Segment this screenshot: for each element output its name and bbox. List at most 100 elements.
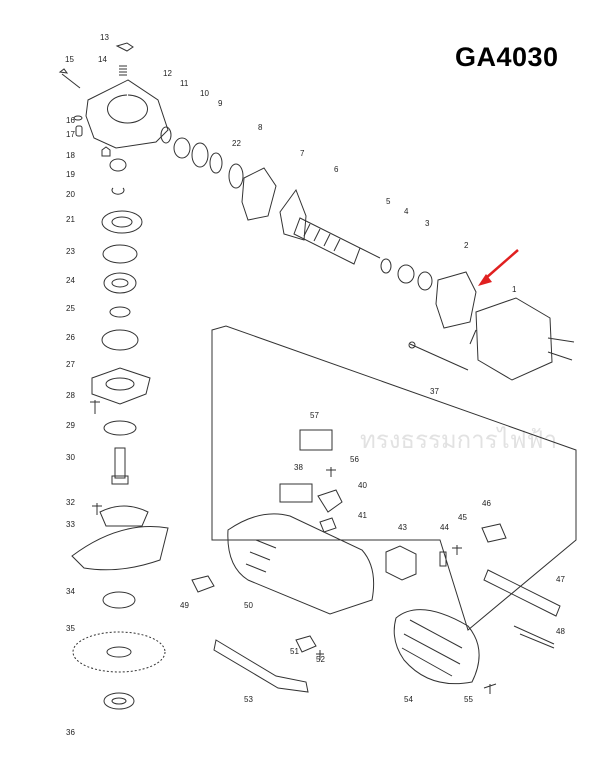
part-22-insulation-washer (228, 163, 244, 189)
part-40-brush-holder (317, 489, 343, 513)
part-label-51: 51 (290, 647, 299, 656)
part-47-strain-relief (483, 569, 561, 617)
part-32-spindle (111, 447, 129, 485)
part-1-field (469, 297, 575, 381)
part-label-25: 25 (66, 304, 75, 313)
part-12-bearing (160, 126, 172, 144)
part-label-35: 35 (66, 624, 75, 633)
part-41-carbon-brush (319, 517, 337, 533)
part-label-29: 29 (66, 421, 75, 430)
part-label-33: 33 (66, 520, 75, 529)
part-label-3: 3 (425, 219, 430, 228)
part-6-armature (293, 217, 381, 265)
part-35-inner-flange (102, 591, 136, 609)
part-25-washer (109, 306, 131, 318)
part-label-53: 53 (244, 695, 253, 704)
part-14-spring (119, 65, 127, 76)
part-label-49: 49 (180, 601, 189, 610)
part-label-26: 26 (66, 333, 75, 342)
part-51-brush-holder (295, 635, 317, 653)
part-label-10: 10 (200, 89, 209, 98)
part-15-screw (58, 68, 81, 89)
part-label-22: 22 (232, 139, 241, 148)
part-label-36: 36 (66, 728, 75, 737)
part-13-clip (115, 42, 134, 52)
part-label-7: 7 (300, 149, 305, 158)
part-55-screw (483, 683, 497, 694)
part-label-15: 15 (65, 55, 74, 64)
housing-group-outline (211, 325, 577, 631)
part-46-noise-suppressor (481, 523, 507, 543)
part-label-46: 46 (482, 499, 491, 508)
part-54-rear-cover (393, 609, 480, 685)
part-label-2: 2 (464, 241, 469, 250)
part-36-lock-nut (103, 692, 135, 710)
part-44-terminal (439, 551, 447, 567)
part-45-screw (452, 545, 462, 555)
part-label-57: 57 (310, 411, 319, 420)
part-label-11: 11 (180, 79, 189, 88)
part-38-label (279, 483, 313, 503)
part-label-28: 28 (66, 391, 75, 400)
part-43-switch (385, 545, 417, 581)
part-10-bearing (191, 142, 209, 168)
part-label-13: 13 (100, 33, 109, 42)
part-label-9: 9 (218, 99, 223, 108)
part-label-17: 17 (66, 130, 75, 139)
part-label-14: 14 (98, 55, 107, 64)
part-34-wheel-guard (71, 505, 169, 571)
part-5-washer (380, 258, 392, 274)
part-2-baffle-plate (435, 271, 477, 329)
part-30-labyrinth (103, 420, 137, 436)
part-20-bearing (109, 158, 127, 172)
part-53-switch-lever (213, 639, 309, 693)
part-17-pin (75, 125, 83, 137)
part-label-1: 1 (512, 285, 517, 294)
part-label-19: 19 (66, 170, 75, 179)
red-pointer-arrow (478, 249, 519, 286)
part-48-cord (513, 625, 555, 649)
part-label-12: 12 (163, 69, 172, 78)
part-label-50: 50 (244, 601, 253, 610)
part-49-switch-knob (191, 575, 215, 593)
part-label-20: 20 (66, 190, 75, 199)
part-19-pin (101, 146, 111, 157)
part-label-21: 21 (66, 215, 75, 224)
part-label-37: 37 (430, 387, 439, 396)
part-label-8: 8 (258, 123, 263, 132)
part-8-baffle-plate (241, 167, 277, 221)
part-label-38: 38 (294, 463, 303, 472)
part-3-bearing-retainer (417, 271, 433, 291)
part-label-32: 32 (66, 498, 75, 507)
part-52-screw (316, 650, 324, 660)
part-21-gear (101, 210, 143, 234)
part-20-ring (111, 187, 125, 195)
part-label-4: 4 (404, 207, 409, 216)
part-9-ring (209, 152, 223, 174)
part-label-48: 48 (556, 627, 565, 636)
part-18-gear-housing (85, 79, 169, 149)
part-label-52: 52 (316, 655, 325, 664)
part-26-o-ring (101, 329, 139, 351)
abrasive-wheel-outline (72, 631, 166, 673)
part-23-retaining-ring (102, 244, 138, 264)
part-label-6: 6 (334, 165, 339, 174)
part-24-bearing (103, 272, 137, 294)
part-label-27: 27 (66, 360, 75, 369)
part-label-54: 54 (404, 695, 413, 704)
part-label-30: 30 (66, 453, 75, 462)
part-label-23: 23 (66, 247, 75, 256)
part-label-18: 18 (66, 151, 75, 160)
watermark-text: ทรงธรรมการไฟฟ้า (360, 426, 558, 454)
part-37-hex-bolt (409, 343, 469, 371)
part-label-56: 56 (350, 455, 359, 464)
part-50-motor-housing (227, 513, 375, 615)
part-33-screw (92, 503, 102, 515)
part-27-bearing-box (91, 367, 151, 405)
part-label-47: 47 (556, 575, 565, 584)
part-label-43: 43 (398, 523, 407, 532)
part-label-24: 24 (66, 276, 75, 285)
part-label-55: 55 (464, 695, 473, 704)
